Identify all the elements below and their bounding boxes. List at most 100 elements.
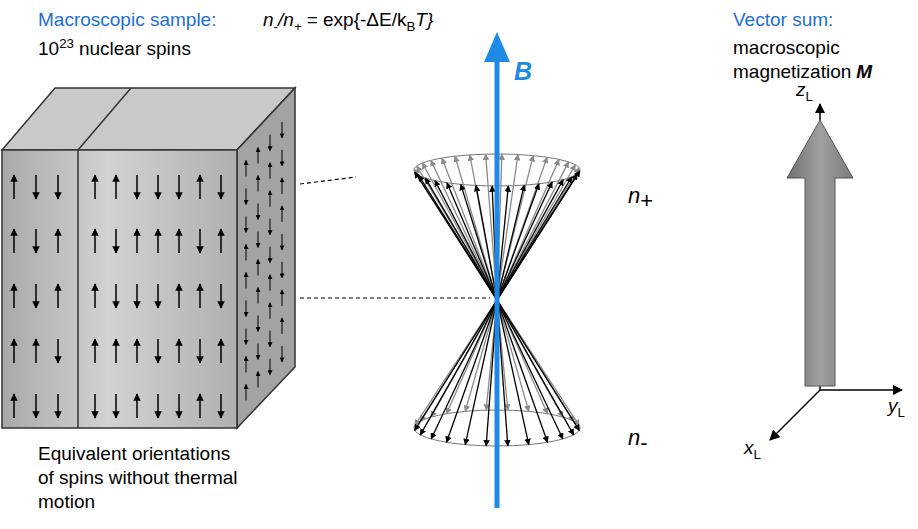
spin-arrow xyxy=(270,359,271,375)
spin-arrow xyxy=(282,150,283,166)
spin-arrow xyxy=(220,394,222,418)
spin-arrow xyxy=(246,160,247,176)
spin-arrow xyxy=(246,384,247,400)
spin-arrow xyxy=(136,229,138,253)
leader-line xyxy=(300,177,356,184)
spin-arrow xyxy=(497,300,574,435)
axis-label: yL xyxy=(888,394,905,421)
spin-arrow xyxy=(258,148,259,164)
text-label: = exp{-ΔE/k xyxy=(307,9,407,30)
spin-arrow xyxy=(497,165,575,300)
spin-arrow xyxy=(199,284,201,308)
spin-arrow xyxy=(13,175,15,199)
spin-arrow xyxy=(13,229,15,253)
spin-arrow xyxy=(258,288,259,304)
spin-arrow xyxy=(497,300,579,430)
spin-arrow xyxy=(199,394,201,418)
spin-arrow xyxy=(199,175,201,199)
spin-arrow xyxy=(35,175,37,199)
spin-arrow xyxy=(497,168,579,300)
spin-arrow xyxy=(94,284,96,308)
spin-arrow xyxy=(258,232,259,248)
spin-arrow xyxy=(115,339,117,363)
spin-arrow xyxy=(465,300,497,445)
spin-arrow xyxy=(178,284,180,308)
field-arrowhead xyxy=(484,32,510,62)
spin-arrow xyxy=(246,216,247,232)
spin-arrow xyxy=(282,318,283,334)
spin-arrow xyxy=(220,339,222,363)
spin-arrow xyxy=(497,184,539,300)
spin-arrow xyxy=(258,204,259,220)
spin-arrow xyxy=(417,166,497,300)
x-axis xyxy=(770,390,820,440)
spin-arrow xyxy=(422,163,497,300)
spin-arrow xyxy=(270,303,271,319)
spin-arrow xyxy=(497,182,552,300)
spin-arrow xyxy=(497,180,563,300)
caption-note: Equivalent orientations of spins without… xyxy=(38,442,245,513)
spin-arrow xyxy=(115,394,117,418)
spin-arrow xyxy=(497,177,572,300)
spin-arrow xyxy=(497,156,533,300)
spin-arrow xyxy=(13,339,15,363)
spin-arrow xyxy=(270,163,271,179)
spin-arrow xyxy=(282,122,283,138)
spin-arrow xyxy=(220,229,222,253)
spin-arrow xyxy=(270,247,271,263)
text-label: + xyxy=(640,188,653,213)
population-label: n+ xyxy=(628,182,653,214)
spin-arrow xyxy=(178,339,180,363)
spin-arrow xyxy=(270,135,271,151)
text-label: macroscopic magnetization xyxy=(733,37,851,82)
spin-arrow xyxy=(35,394,37,418)
spin-arrow xyxy=(270,275,271,291)
spin-arrow xyxy=(199,229,201,253)
spin-arrow xyxy=(415,300,497,430)
spin-arrow xyxy=(497,162,569,300)
cube-side xyxy=(237,88,295,428)
spin-arrow xyxy=(258,316,259,332)
spin-arrow xyxy=(178,229,180,253)
spin-arrow xyxy=(35,229,37,253)
boltzmann-formula: n-/n+= exp{-ΔE/kBT} xyxy=(263,8,433,35)
spin-arrow xyxy=(178,175,180,199)
spin-arrow xyxy=(57,284,59,308)
spin-arrow xyxy=(282,206,283,222)
spin-arrow xyxy=(414,169,497,300)
spin-arrow xyxy=(497,300,563,439)
spin-arrow xyxy=(258,176,259,192)
text-label: Macroscopic sample: xyxy=(38,9,216,30)
spin-arrow xyxy=(57,394,59,418)
spin-arrow xyxy=(94,339,96,363)
spin-arrow xyxy=(178,394,180,418)
spin-arrow xyxy=(246,272,247,288)
spin-arrow xyxy=(420,300,497,435)
spin-arrow xyxy=(157,175,159,199)
spin-arrow xyxy=(270,331,271,347)
spin-arrow xyxy=(455,156,497,300)
text-label: M xyxy=(856,61,872,82)
spin-arrow xyxy=(258,372,259,388)
text-label: z xyxy=(796,79,806,100)
spin-arrow xyxy=(157,394,159,418)
text-label: Vector sum: xyxy=(733,9,833,30)
heading: Vector sum: xyxy=(733,8,833,32)
spin-arrow xyxy=(57,175,59,199)
axis-label: xL xyxy=(744,436,761,463)
spin-arrow xyxy=(282,346,283,362)
spin-arrow xyxy=(136,394,138,418)
cube-cut-line xyxy=(78,88,131,428)
text-label: 23 xyxy=(59,36,74,51)
spin-arrow xyxy=(220,175,222,199)
spin-arrow xyxy=(447,183,497,300)
spin-count: 1023nuclear spins xyxy=(38,36,191,61)
spin-arrow xyxy=(258,344,259,360)
text-label: Equivalent orientations of spins without… xyxy=(38,443,238,512)
spin-arrow xyxy=(246,300,247,316)
spin-arrow xyxy=(94,229,96,253)
text-label: 10 xyxy=(38,38,59,59)
field-arrow xyxy=(495,58,500,508)
spin-arrow xyxy=(270,191,271,207)
population-label: n- xyxy=(628,424,648,456)
